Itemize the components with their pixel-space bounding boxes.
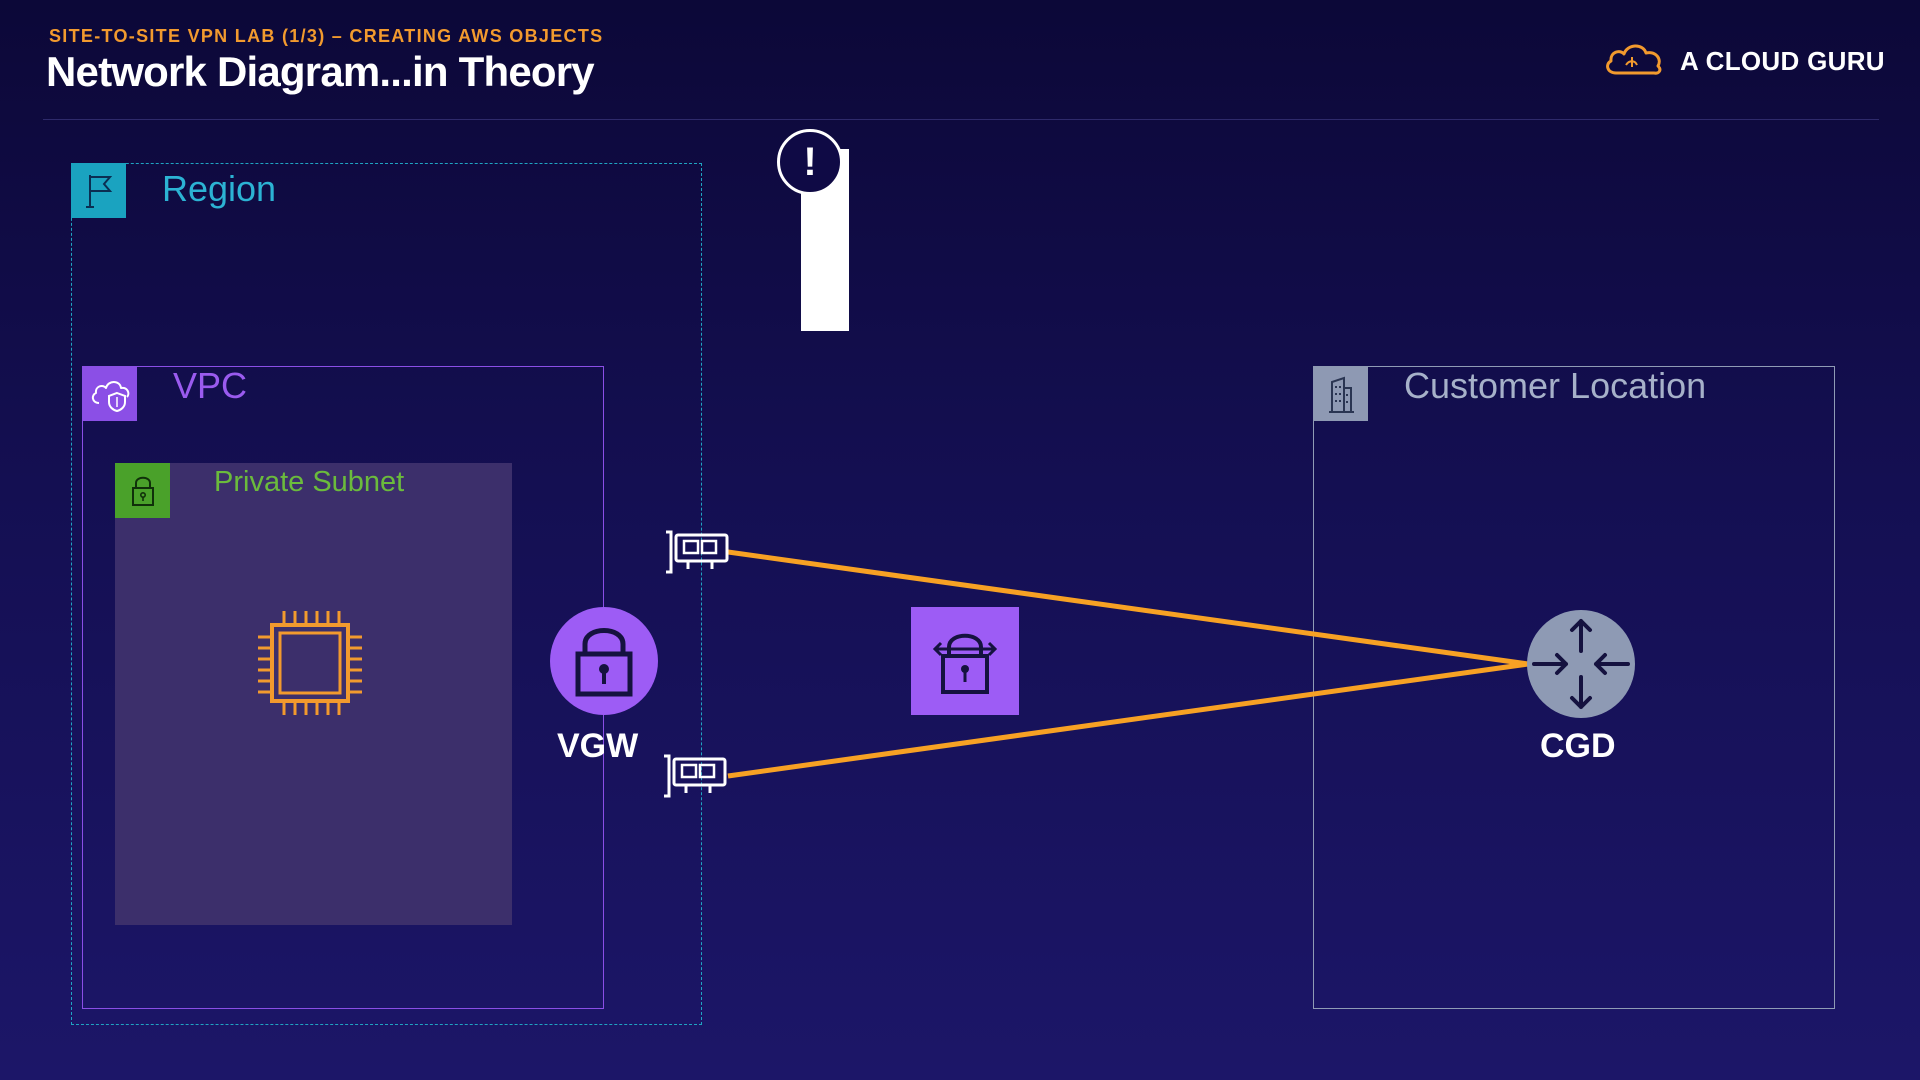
- brand-name: A CLOUD GURU: [1680, 46, 1885, 76]
- vgw-label: VGW: [557, 727, 639, 765]
- region-group: Region: [71, 163, 702, 1025]
- customer-tag: [1313, 366, 1368, 421]
- cloud-shield-icon: [91, 380, 129, 412]
- region-tag: [71, 163, 126, 218]
- header-divider: [43, 119, 1879, 120]
- tunnel-line-1: [727, 549, 1529, 667]
- building-icon: [1328, 376, 1354, 413]
- cloud-icon: [1606, 44, 1662, 75]
- page-subtitle: SITE-TO-SITE VPN LAB (1/3) – CREATING AW…: [49, 26, 604, 46]
- padlock-icon: [131, 476, 154, 506]
- exclamation-icon: !: [777, 129, 843, 195]
- vpc-tag: [82, 366, 137, 421]
- ec2-chip-icon: [258, 611, 362, 715]
- router-icon[interactable]: [1526, 609, 1636, 719]
- page-title: Network Diagram...in Theory: [46, 48, 595, 95]
- vpn-connection-icon[interactable]: [911, 607, 1019, 715]
- tunnel-line-2: [727, 661, 1529, 779]
- region-label: Region: [162, 168, 277, 209]
- flag-icon: [85, 174, 112, 208]
- cgw-label: CGD: [1540, 727, 1616, 765]
- customer-location-label: Customer Location: [1404, 365, 1707, 406]
- customer-location-group: Customer Location: [1313, 365, 1835, 1009]
- vgw-lock-icon[interactable]: [549, 606, 659, 716]
- subnet-tag: [115, 463, 170, 518]
- network-card-icon: [666, 530, 729, 574]
- network-card-icon: [664, 754, 727, 798]
- vpc-label: VPC: [173, 365, 248, 406]
- subnet-label: Private Subnet: [214, 466, 405, 498]
